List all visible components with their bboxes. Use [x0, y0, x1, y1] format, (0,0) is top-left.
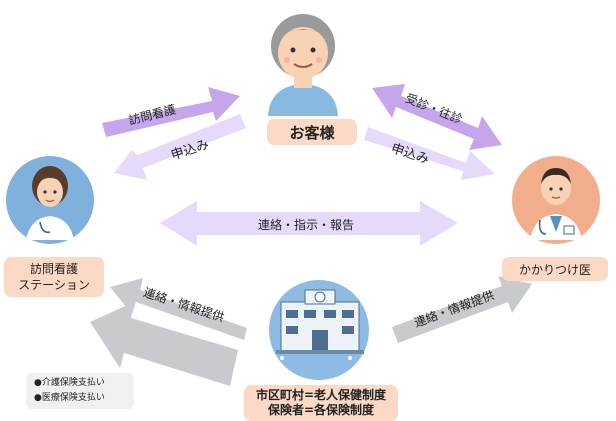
nurse-figure	[6, 156, 94, 244]
city-label-line2: 保険者=各保険制度	[267, 403, 375, 417]
arrow-contact-info-right	[392, 276, 532, 343]
arrow-payment	[90, 302, 238, 386]
arrow-apply-doctor	[364, 127, 495, 180]
nurse-station-label: 訪問看護 ステーション	[4, 257, 104, 297]
doctor-label-text: かかりつけ医	[518, 262, 592, 277]
doctor-label: かかりつけ医	[502, 257, 608, 281]
legend-item-care-insurance: ●介護保険支払い	[34, 378, 105, 388]
client-label: お客様	[267, 119, 357, 145]
legend-item-medical-insurance: ●医療保険支払い	[34, 393, 105, 403]
label-contact-center: 連絡・指示・報告	[258, 218, 355, 232]
nurse-label-line1: 訪問看護	[29, 262, 78, 276]
arrow-contact-info-left	[110, 278, 247, 340]
payment-legend: ●介護保険支払い ●医療保険支払い	[26, 373, 134, 409]
client-figure	[268, 14, 338, 116]
arrow-consult-visit	[372, 84, 502, 150]
arrow-visit-nursing	[102, 87, 240, 137]
city-hall-figure	[269, 280, 369, 380]
city-label: 市区町村=老人保健制度 保険者=各保険制度	[244, 385, 398, 421]
doctor-figure	[512, 156, 600, 244]
nurse-label-line2: ステーション	[18, 278, 90, 292]
arrow-contact-center	[160, 201, 458, 246]
arrow-apply-nurse	[114, 114, 246, 180]
client-label-text: お客様	[289, 123, 335, 142]
city-label-line1: 市区町村=老人保健制度	[255, 388, 387, 402]
